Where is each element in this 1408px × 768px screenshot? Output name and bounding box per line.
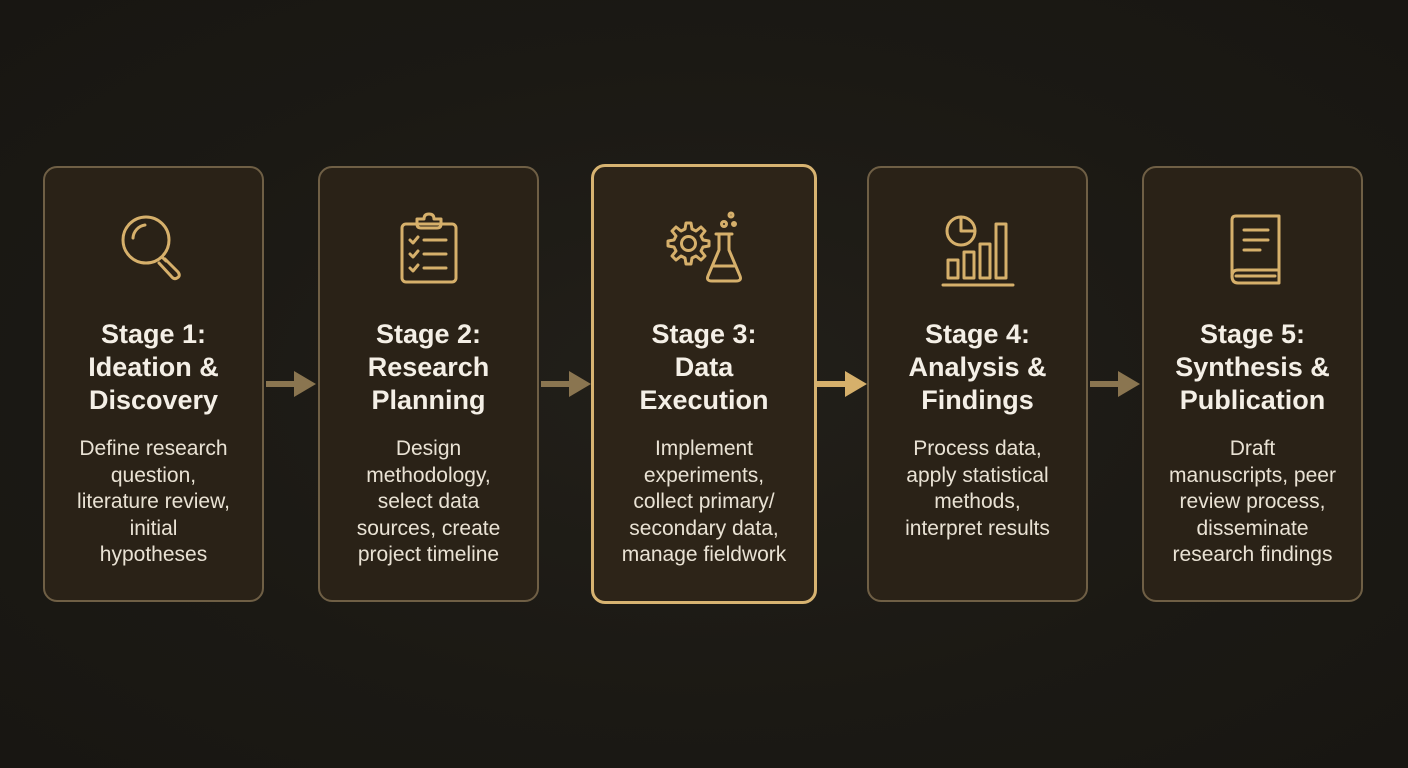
stage-title-line: Stage 2: [375,319,482,349]
stage-card-1: Stage 1: Ideation & Discovery Define res… [43,166,264,602]
stage-title: Stage 3: Data Execution [604,318,804,417]
stage-title-line: Publication [1179,385,1326,415]
flow-arrow-3-4 [817,368,869,400]
flow-arrow-4-5 [1090,368,1142,400]
bar-chart-pie-icon [938,210,1018,290]
stage-description-line: project timeline [357,543,500,566]
stage-description: Define research question, literature rev… [59,436,248,569]
stage-card-3: Stage 3: Data Execution Implement experi… [591,164,817,604]
stage-description-line: disseminate [1196,516,1309,540]
stage-description-line: Draft [1229,437,1276,460]
stage-title: Stage 4: Analysis & Findings [879,318,1076,417]
stage-description: Implement experiments, collect primary/ … [608,436,800,569]
stage-title-line: Planning [371,385,486,415]
stage-title: Stage 1: Ideation & Discovery [55,318,252,417]
clipboard-checklist-icon [389,210,469,290]
stage-title-line: Stage 5: [1199,319,1306,349]
stage-description: Process data, apply statistical methods,… [883,436,1072,542]
stage-description-line: experiments, [643,463,765,487]
stage-title-line: Synthesis & [1175,352,1330,382]
stage-description-line: sources, create [356,516,501,540]
stage-title-line: Stage 1: [100,319,207,349]
stage-card-4: Stage 4: Analysis & Findings Process dat… [867,166,1088,602]
stage-description-line: Process data, [913,437,1042,460]
stage-title-line: Analysis & [908,352,1047,382]
stage-description: Design methodology, select data sources,… [334,436,523,569]
stage-description: Draft manuscripts, peer review process, … [1158,436,1347,569]
stage-description-line: question, [110,463,197,487]
stage-title-line: Research [367,352,490,382]
stage-description-line: select data [377,490,480,513]
stage-description-line: Implement [654,437,754,460]
stage-description-line: collect primary/ [633,490,775,513]
stage-title-line: Stage 3: [651,319,757,349]
stage-description-line: methodology, [366,463,491,487]
stage-title-line: Findings [921,385,1034,415]
flow-arrow-1-2 [266,368,318,400]
stage-description-line: research findings [1172,543,1333,566]
stage-title-line: Data [674,352,734,382]
stage-title-line: Execution [639,385,769,415]
stage-title-line: Discovery [88,385,219,415]
stage-description-line: Design [395,437,462,460]
stage-title-line: Ideation & [88,352,219,382]
stage-card-5: Stage 5: Synthesis & Publication Draft m… [1142,166,1363,602]
book-icon [1213,210,1293,290]
stage-description-line: methods, [934,490,1021,513]
stage-description-line: apply statistical [906,463,1049,487]
stage-description-line: secondary data, [629,516,779,540]
stage-description-line: initial [129,516,178,540]
flow-arrow-2-3 [541,368,593,400]
stage-description-line: interpret results [905,516,1050,540]
stage-description-line: manuscripts, peer [1169,463,1336,487]
stage-description-line: manage fieldwork [621,543,787,566]
stage-card-2: Stage 2: Research Planning Design method… [318,166,539,602]
magnifying-glass-icon [114,210,194,290]
gear-flask-icon [664,210,744,290]
stage-description-line: hypotheses [99,543,208,566]
stage-description-line: review process, [1179,490,1326,513]
stage-description-line: Define research [79,437,228,460]
stage-title: Stage 5: Synthesis & Publication [1154,318,1351,417]
stage-title: Stage 2: Research Planning [330,318,527,417]
stage-title-line: Stage 4: [924,319,1031,349]
stage-description-line: literature review, [77,490,230,513]
